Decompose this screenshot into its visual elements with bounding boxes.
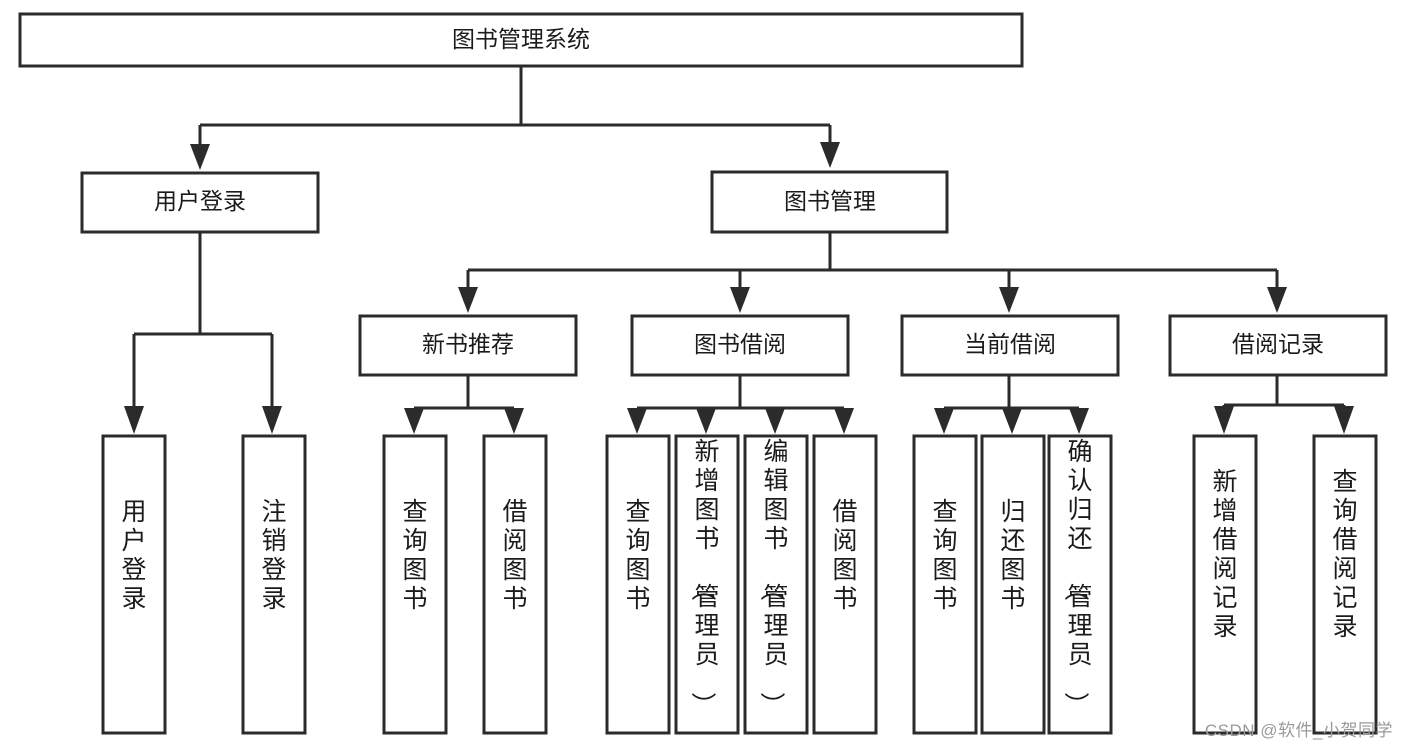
node-borrow-record[interactable]: 借阅记录 bbox=[1168, 314, 1388, 377]
node-book-manage-box[interactable] bbox=[710, 170, 949, 234]
node-current-borrow[interactable]: 当前借阅 bbox=[900, 314, 1120, 377]
node-new-book-recommend[interactable]: 新书推荐 bbox=[358, 314, 578, 377]
node-leaf-add-record-box[interactable] bbox=[1192, 434, 1258, 735]
node-borrow-record-label: 借阅记录 bbox=[1232, 331, 1324, 357]
node-new-book-recommend-box[interactable] bbox=[358, 314, 578, 377]
node-leaf-confirm-return[interactable]: 确认归还（管理员） bbox=[1047, 434, 1113, 735]
node-leaf-add-book-box[interactable] bbox=[674, 434, 740, 735]
arrowhead-leaf-user-login bbox=[124, 406, 144, 434]
arrowhead-leaf-borrow-book-2 bbox=[834, 408, 854, 434]
node-leaf-return-book[interactable]: 归还图书 bbox=[980, 434, 1046, 735]
node-book-borrow[interactable]: 图书借阅 bbox=[630, 314, 850, 377]
node-leaf-query-book-1-box[interactable] bbox=[382, 434, 448, 735]
arrowhead-leaf-query-book-3 bbox=[934, 408, 954, 434]
csdn-watermark: CSDN @软件_小贺同学 bbox=[1204, 721, 1393, 740]
node-leaf-edit-book[interactable]: 编辑图书（管理员） bbox=[743, 434, 809, 735]
arrowhead-new-book-recommend bbox=[458, 287, 478, 313]
node-leaf-user-login[interactable]: 用户登录 bbox=[101, 434, 167, 735]
arrowhead-leaf-edit-book bbox=[765, 408, 785, 434]
node-book-borrow-label: 图书借阅 bbox=[694, 331, 786, 357]
node-leaf-query-book-1[interactable]: 查询图书 bbox=[382, 434, 448, 735]
node-leaf-user-login-box[interactable] bbox=[101, 434, 167, 735]
node-user-login[interactable]: 用户登录 bbox=[80, 171, 320, 234]
node-leaf-confirm-return-label: 确认归还（管理员） bbox=[1061, 438, 1092, 717]
arrowhead-current-borrow bbox=[999, 287, 1019, 313]
node-leaf-borrow-book-1[interactable]: 借阅图书 bbox=[482, 434, 548, 735]
node-new-book-recommend-label: 新书推荐 bbox=[422, 331, 514, 357]
node-leaf-query-book-2[interactable]: 查询图书 bbox=[605, 434, 671, 735]
arrowhead-leaf-return-book bbox=[1002, 408, 1022, 434]
node-leaf-query-book-2-box[interactable] bbox=[605, 434, 671, 735]
node-leaf-logout-login-label: 注销登录 bbox=[261, 498, 286, 613]
node-leaf-query-book-2-label: 查询图书 bbox=[625, 498, 650, 613]
node-book-manage[interactable]: 图书管理 bbox=[710, 170, 949, 234]
node-current-borrow-box[interactable] bbox=[900, 314, 1120, 377]
node-user-login-box[interactable] bbox=[80, 171, 320, 234]
arrowhead-leaf-logout-login bbox=[262, 406, 282, 434]
node-current-borrow-label: 当前借阅 bbox=[964, 331, 1056, 357]
arrowhead-leaf-confirm-return bbox=[1069, 408, 1089, 434]
arrowhead-borrow-record bbox=[1267, 287, 1287, 313]
node-leaf-query-record[interactable]: 查询借阅记录 bbox=[1312, 434, 1378, 735]
node-leaf-logout-login[interactable]: 注销登录 bbox=[241, 434, 307, 735]
node-leaf-query-record-label: 查询借阅记录 bbox=[1332, 468, 1357, 641]
node-leaf-query-book-3[interactable]: 查询图书 bbox=[912, 434, 978, 735]
node-leaf-borrow-book-2-box[interactable] bbox=[812, 434, 878, 735]
node-leaf-borrow-book-1-label: 借阅图书 bbox=[502, 498, 527, 613]
node-leaf-user-login-label: 用户登录 bbox=[121, 498, 146, 613]
node-root[interactable]: 图书管理系统 bbox=[18, 12, 1024, 68]
node-book-borrow-box[interactable] bbox=[630, 314, 850, 377]
node-leaf-confirm-return-box[interactable] bbox=[1047, 434, 1113, 735]
node-leaf-return-book-label: 归还图书 bbox=[1000, 498, 1025, 613]
arrowhead-user-login bbox=[190, 144, 210, 170]
arrowhead-leaf-add-book bbox=[696, 408, 716, 434]
edges-layer bbox=[124, 66, 1354, 434]
node-borrow-record-box[interactable] bbox=[1168, 314, 1388, 377]
node-leaf-return-book-box[interactable] bbox=[980, 434, 1046, 735]
arrowhead-leaf-query-record bbox=[1334, 406, 1354, 434]
node-leaf-borrow-book-1-box[interactable] bbox=[482, 434, 548, 735]
node-root-label: 图书管理系统 bbox=[452, 26, 590, 52]
node-book-manage-label: 图书管理 bbox=[784, 188, 876, 214]
arrowhead-leaf-query-book-2 bbox=[627, 408, 647, 434]
node-leaf-logout-login-box[interactable] bbox=[241, 434, 307, 735]
node-leaf-edit-book-label: 编辑图书（管理员） bbox=[757, 438, 788, 717]
node-leaf-edit-book-box[interactable] bbox=[743, 434, 809, 735]
node-leaf-add-record[interactable]: 新增借阅记录 bbox=[1192, 434, 1258, 735]
arrowhead-book-manage bbox=[820, 142, 840, 168]
node-root-box[interactable] bbox=[18, 12, 1024, 68]
node-leaf-add-book-label: 新增图书（管理员） bbox=[688, 438, 719, 717]
node-leaf-add-record-label: 新增借阅记录 bbox=[1212, 468, 1237, 641]
arrowhead-leaf-add-record bbox=[1214, 406, 1234, 434]
arrowhead-leaf-query-book-1 bbox=[404, 408, 424, 434]
arrowhead-leaf-borrow-book-1 bbox=[504, 408, 524, 434]
node-leaf-query-book-3-box[interactable] bbox=[912, 434, 978, 735]
node-leaf-query-book-1-label: 查询图书 bbox=[402, 498, 427, 613]
node-leaf-query-book-3-label: 查询图书 bbox=[932, 498, 957, 613]
node-leaf-query-record-box[interactable] bbox=[1312, 434, 1378, 735]
node-leaf-borrow-book-2[interactable]: 借阅图书 bbox=[812, 434, 878, 735]
node-user-login-label: 用户登录 bbox=[154, 188, 246, 214]
node-leaf-add-book[interactable]: 新增图书（管理员） bbox=[674, 434, 740, 735]
node-leaf-borrow-book-2-label: 借阅图书 bbox=[832, 498, 857, 613]
arrowhead-book-borrow bbox=[730, 287, 750, 313]
